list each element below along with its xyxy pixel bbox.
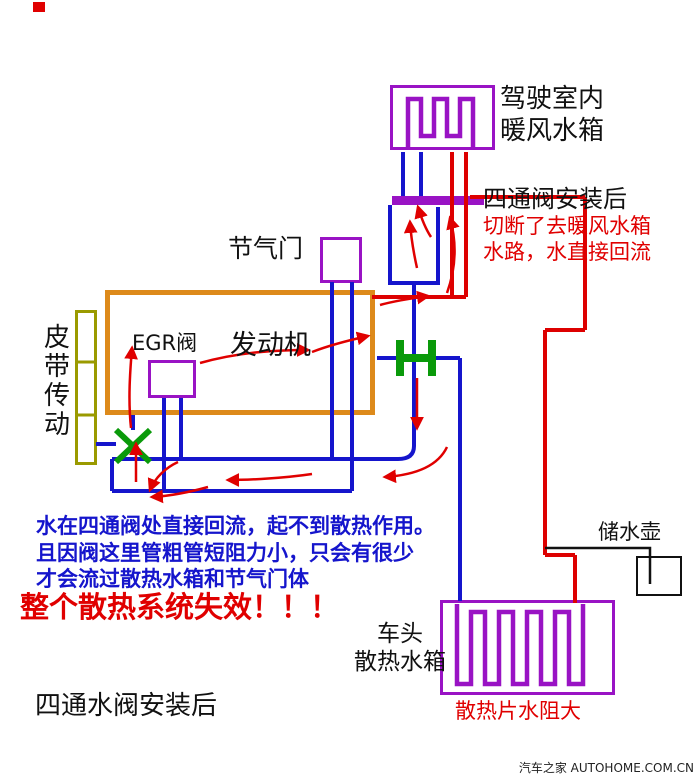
closed-valve-x-icon [113, 427, 153, 465]
reservoir-pipe [545, 546, 652, 584]
reservoir-box [636, 556, 682, 596]
belt-drive-box [75, 310, 97, 465]
inline-valve-icon [396, 340, 436, 376]
belt-drive-label: 皮 带 传 动 [44, 323, 71, 441]
engine-label: 发动机 [230, 330, 311, 361]
radiator-box [440, 600, 615, 695]
radiator-resistance-note: 散热片水阻大 [455, 699, 581, 723]
radiator-label: 车头 散热水箱 [354, 621, 446, 676]
corner-mark [33, 2, 45, 12]
explanation-note: 水在四通阀处直接回流，起不到散热作用。 且因阀这里管粗管短阻力小，只会有很少 才… [36, 514, 435, 592]
watermark: 汽车之家 AUTOHOME.COM.CN [518, 761, 694, 775]
heater-core-label: 驾驶室内 暖风水箱 [500, 84, 605, 146]
four-way-valve-title: 四通阀安装后 [483, 185, 627, 213]
diagram-title: 四通水阀安装后 [35, 691, 218, 721]
four-way-valve-bar [392, 196, 484, 205]
engine-box [105, 290, 375, 415]
reservoir-label: 储水壶 [598, 520, 661, 544]
egr-valve-box [148, 360, 196, 398]
egr-valve-label: EGR阀 [132, 331, 198, 355]
throttle-label: 节气门 [228, 234, 304, 263]
heater-core-box [390, 85, 495, 150]
four-way-valve-note: 切断了去暖风水箱 水路，水直接回流 [483, 214, 651, 265]
failure-warning-text: 整个散热系统失效！！！ [20, 590, 340, 624]
throttle-body-box [320, 237, 362, 283]
